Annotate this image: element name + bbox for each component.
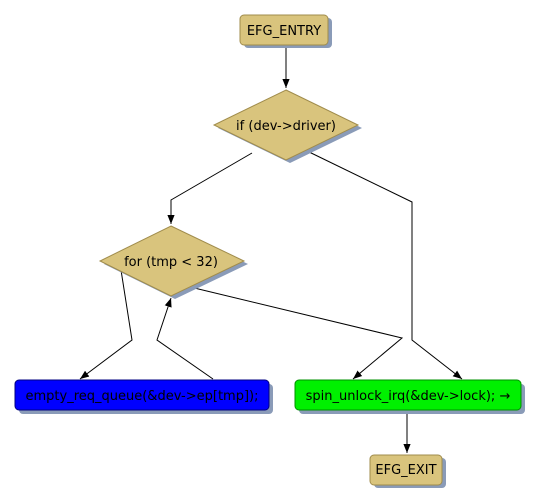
edge-for-to-spin-unlock [185, 285, 404, 380]
node-if-dev-driver: if (dev->driver) [212, 89, 362, 163]
node-if-dev-driver-label: if (dev->driver) [236, 119, 336, 134]
node-spin-unlock-irq-label: spin_unlock_irq(&dev->lock); → [306, 389, 511, 404]
node-for-loop: for (tmp < 32) [98, 225, 248, 299]
node-empty-req-queue-label: empty_req_queue(&dev->ep[tmp]); [26, 389, 259, 404]
node-empty-req-queue: empty_req_queue(&dev->ep[tmp]); [14, 379, 273, 414]
node-efg-entry-label: EFG_ENTRY [247, 24, 321, 39]
node-efg-exit-label: EFG_EXIT [375, 463, 436, 478]
edge-empty-req-back-to-for [156, 297, 214, 380]
node-for-loop-label: for (tmp < 32) [124, 255, 218, 270]
edge-for-to-empty-req [79, 269, 133, 380]
edge-if-to-for [167, 152, 253, 224]
node-efg-entry: EFG_ENTRY [239, 14, 332, 48]
edge-if-to-spin-unlock [304, 149, 463, 380]
node-efg-exit: EFG_EXIT [369, 454, 446, 488]
edges [79, 46, 463, 453]
node-spin-unlock-irq: spin_unlock_irq(&dev->lock); → [294, 379, 525, 414]
